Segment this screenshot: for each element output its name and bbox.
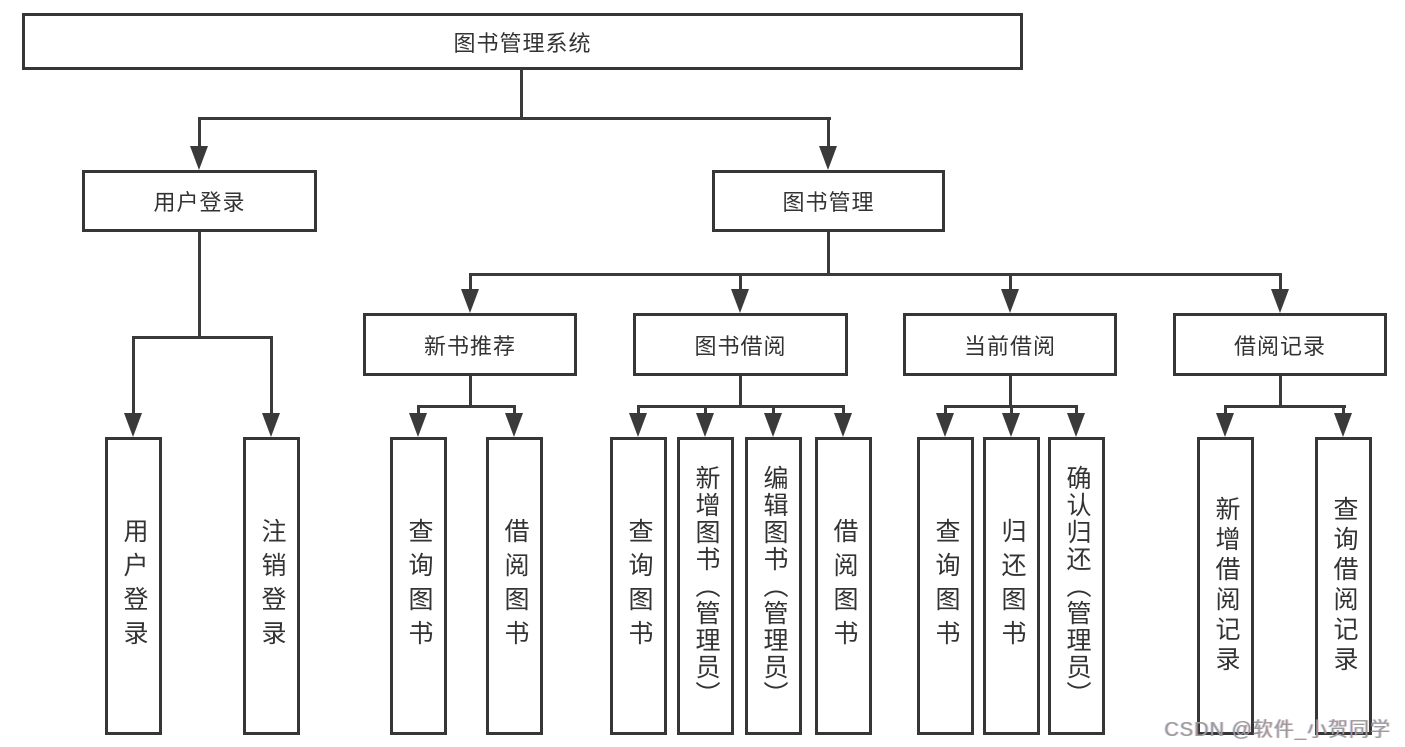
connector <box>1010 405 1013 415</box>
node-label: 新书推荐 <box>423 333 516 359</box>
leaf-label: 查询图书 <box>932 518 960 654</box>
node-book-management: 图书管理 <box>712 170 945 232</box>
connector <box>469 273 1282 276</box>
leaf-label: 查询借阅记录 <box>1330 496 1358 676</box>
connector <box>739 376 742 408</box>
leaf-node-user-login: 用户登录 <box>105 437 162 735</box>
leaf-label: 查询图书 <box>625 518 653 654</box>
leaf-node-borrow-books: 借阅图书 <box>815 437 872 735</box>
arrowhead-down-icon <box>936 413 954 437</box>
connector <box>944 405 947 415</box>
connector <box>270 336 273 414</box>
leaf-label: 确认归还（管理员） <box>1063 464 1091 708</box>
node-root-system: 图书管理系统 <box>22 13 1023 70</box>
arrowhead-down-icon <box>696 413 714 437</box>
leaf-label: 用户登录 <box>120 518 148 654</box>
connector <box>1224 405 1227 415</box>
leaf-node-confirm-return-admin: 确认归还（管理员） <box>1048 437 1105 735</box>
connector <box>1009 273 1012 292</box>
connector <box>827 117 830 148</box>
arrowhead-down-icon <box>764 413 782 437</box>
leaf-node-logout: 注销登录 <box>243 437 300 735</box>
leaf-node-return-books: 归还图书 <box>983 437 1040 735</box>
leaf-node-query-current: 查询图书 <box>917 437 974 735</box>
connector <box>739 273 742 292</box>
arrowhead-down-icon <box>1067 413 1085 437</box>
node-current-borrowing: 当前借阅 <box>903 313 1117 376</box>
connector <box>198 117 201 148</box>
node-user-login: 用户登录 <box>82 170 317 232</box>
connector <box>827 232 830 276</box>
arrowhead-down-icon <box>1271 289 1289 313</box>
connector <box>1279 273 1282 292</box>
arrowhead-down-icon <box>190 146 208 170</box>
arrowhead-down-icon <box>461 289 479 313</box>
node-label: 图书借阅 <box>694 333 787 359</box>
connector <box>469 376 472 408</box>
leaf-label: 新增图书（管理员） <box>692 464 720 708</box>
connector <box>1342 405 1345 415</box>
arrowhead-down-icon <box>731 289 749 313</box>
node-new-book-recommend: 新书推荐 <box>363 313 577 376</box>
connector <box>198 117 831 120</box>
connector <box>417 405 516 408</box>
connector <box>1075 405 1078 415</box>
arrowhead-down-icon <box>834 413 852 437</box>
csdn-watermark: CSDN @软件_小贺同学 <box>1164 719 1391 741</box>
connector <box>520 69 523 118</box>
connector <box>132 336 273 339</box>
leaf-node-add-books-admin: 新增图书（管理员） <box>677 437 734 735</box>
node-root-label: 图书管理系统 <box>453 30 592 56</box>
node-label: 图书管理 <box>782 190 875 215</box>
connector <box>772 405 775 415</box>
connector <box>1224 405 1346 408</box>
node-label: 当前借阅 <box>963 333 1056 359</box>
leaf-node-edit-books-admin: 编辑图书（管理员） <box>745 437 802 735</box>
leaf-label: 借阅图书 <box>501 518 529 654</box>
leaf-label: 编辑图书（管理员） <box>760 464 788 708</box>
connector <box>1009 376 1012 408</box>
arrowhead-down-icon <box>629 413 647 437</box>
leaf-label: 注销登录 <box>258 518 286 654</box>
connector <box>198 232 201 339</box>
leaf-label: 查询图书 <box>405 518 433 654</box>
arrowhead-down-icon <box>1001 289 1019 313</box>
leaf-node-add-borrow-record: 新增借阅记录 <box>1197 437 1254 735</box>
connector <box>1279 376 1282 408</box>
arrowhead-down-icon <box>1216 413 1234 437</box>
arrowhead-down-icon <box>124 413 142 437</box>
arrowhead-down-icon <box>1334 413 1352 437</box>
leaf-node-borrow-books-recommend: 借阅图书 <box>486 437 543 735</box>
connector <box>704 405 707 415</box>
node-label: 用户登录 <box>153 190 246 215</box>
arrowhead-down-icon <box>505 413 523 437</box>
connector <box>842 405 845 415</box>
connector <box>637 405 640 415</box>
leaf-node-query-borrow-record: 查询借阅记录 <box>1315 437 1372 735</box>
node-book-borrowing: 图书借阅 <box>633 313 848 376</box>
leaf-label: 新增借阅记录 <box>1212 496 1240 676</box>
leaf-label: 借阅图书 <box>830 518 858 654</box>
arrowhead-down-icon <box>819 146 837 170</box>
node-borrowing-records: 借阅记录 <box>1173 313 1387 376</box>
node-label: 借阅记录 <box>1233 333 1326 359</box>
arrowhead-down-icon <box>262 413 280 437</box>
connector <box>417 405 420 415</box>
leaf-node-query-books-recommend: 查询图书 <box>390 437 447 735</box>
connector <box>132 336 135 414</box>
arrowhead-down-icon <box>409 413 427 437</box>
connector <box>513 405 516 415</box>
connector <box>637 405 845 408</box>
leaf-node-query-books: 查询图书 <box>610 437 667 735</box>
arrowhead-down-icon <box>1002 413 1020 437</box>
connector <box>469 273 472 292</box>
leaf-label: 归还图书 <box>998 518 1026 654</box>
